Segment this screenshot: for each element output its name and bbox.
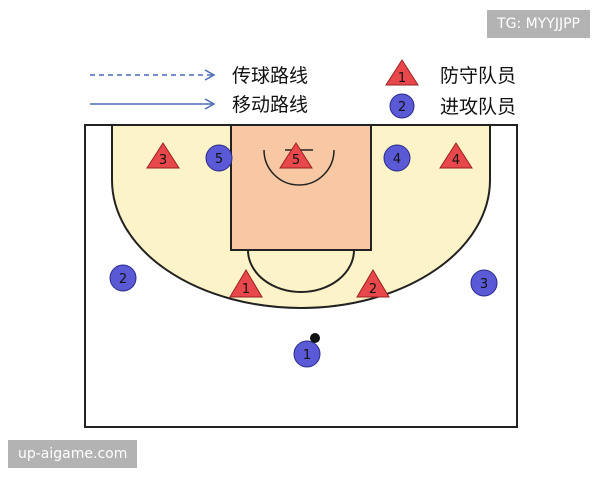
watermark-site: up-aigame.com — [8, 440, 138, 468]
move-arrowhead — [204, 98, 216, 110]
watermark-tg: TG: MYYJJPP — [487, 10, 590, 38]
defender-3: 3 — [146, 142, 180, 169]
defender-label: 防守队员 — [440, 65, 516, 87]
legend-attacker-number: 2 — [398, 100, 406, 115]
attacker-5: 5 — [205, 144, 233, 172]
defender-1: 1 — [229, 269, 263, 298]
attacker-label: 进攻队员 — [440, 96, 516, 118]
legend-move-line: 移动路线 — [90, 94, 308, 116]
defender-triangle-icon — [385, 59, 419, 86]
defender-number: 2 — [369, 282, 377, 297]
attacker-number: 4 — [393, 152, 401, 167]
defender-number: 3 — [159, 153, 167, 168]
legend: 传球路线 移动路线 1 防守队员 2 进攻队员 — [90, 59, 516, 119]
attacker-4: 4 — [383, 144, 411, 172]
attackers: 1 2 3 4 5 — [109, 144, 498, 368]
attacker-circle-icon — [389, 93, 415, 119]
basketball-icon — [310, 333, 320, 343]
legend-defender: 1 防守队员 — [385, 59, 516, 87]
restricted-arc — [263, 149, 335, 186]
attacker-number: 1 — [303, 348, 311, 363]
attacker-number: 5 — [215, 152, 223, 167]
legend-attacker: 2 进攻队员 — [389, 93, 516, 119]
attacker-number: 2 — [119, 272, 127, 287]
pass-arrowhead — [204, 69, 216, 81]
attacker-2: 2 — [109, 264, 137, 292]
legend-defender-number: 1 — [398, 71, 406, 86]
legend-pass-line: 传球路线 — [90, 65, 308, 87]
defenders: 1 2 3 4 5 — [146, 142, 473, 298]
attacker-3: 3 — [470, 269, 498, 297]
paint-lane — [230, 124, 372, 251]
half-court — [84, 124, 518, 428]
defender-4: 4 — [439, 142, 473, 169]
defender-number: 5 — [292, 153, 300, 168]
defender-number: 1 — [242, 282, 250, 297]
defender-number: 4 — [452, 153, 460, 168]
free-throw-arc — [247, 249, 355, 293]
defender-2: 2 — [356, 269, 390, 298]
attacker-number: 3 — [480, 277, 488, 292]
defender-5: 5 — [279, 142, 313, 169]
move-line-label: 移动路线 — [232, 94, 308, 116]
attacker-1: 1 — [293, 333, 321, 368]
pass-line-label: 传球路线 — [232, 65, 308, 87]
